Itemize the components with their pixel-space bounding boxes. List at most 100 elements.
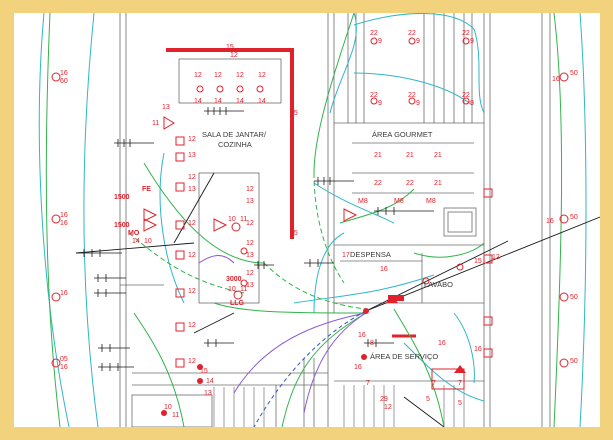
svg-text:16: 16 xyxy=(60,364,68,371)
svg-text:M8: M8 xyxy=(426,198,436,205)
svg-text:12: 12 xyxy=(258,72,266,79)
svg-text:13: 13 xyxy=(246,282,254,289)
svg-text:12: 12 xyxy=(236,72,244,79)
svg-text:10: 10 xyxy=(144,238,152,245)
svg-text:22: 22 xyxy=(370,92,378,99)
svg-text:16: 16 xyxy=(60,290,68,297)
room-area-servico: ÁREA DE SERVIÇO xyxy=(370,352,438,361)
svg-text:16: 16 xyxy=(60,70,68,77)
svg-text:12: 12 xyxy=(214,72,222,79)
stair-hatch xyxy=(213,385,465,427)
svg-text:50: 50 xyxy=(570,358,578,365)
svg-text:M8: M8 xyxy=(394,198,404,205)
svg-text:1500: 1500 xyxy=(114,222,130,229)
svg-text:M8: M8 xyxy=(358,198,368,205)
svg-text:12: 12 xyxy=(188,174,196,181)
svg-text:8: 8 xyxy=(370,340,374,347)
svg-text:9: 9 xyxy=(416,38,420,45)
svg-text:14: 14 xyxy=(206,378,214,385)
svg-text:12: 12 xyxy=(194,72,202,79)
cyan-wiring xyxy=(38,13,587,427)
svg-text:12: 12 xyxy=(188,288,196,295)
svg-text:50: 50 xyxy=(570,294,578,301)
svg-text:7: 7 xyxy=(458,380,462,387)
svg-text:22: 22 xyxy=(406,180,414,187)
svg-text:16: 16 xyxy=(358,332,366,339)
svg-text:MO: MO xyxy=(128,230,140,237)
circuit-numbers: 15 12 12 12 12 12 14 14 14 14 15 15 16 6… xyxy=(60,30,578,419)
svg-text:14: 14 xyxy=(194,98,202,105)
svg-text:16: 16 xyxy=(474,346,482,353)
svg-text:15: 15 xyxy=(290,110,298,117)
svg-text:11: 11 xyxy=(152,120,159,127)
svg-text:14: 14 xyxy=(258,98,266,105)
svg-text:10: 10 xyxy=(228,286,236,293)
room-area-gourmet: ÁREA GOURMET xyxy=(372,130,433,139)
svg-text:16: 16 xyxy=(354,364,362,371)
room-despensa: DESPENSA xyxy=(350,250,391,259)
drawing-sheet[interactable]: SALA DE JANTAR/ COZINHA ÁREA GOURMET DES… xyxy=(14,13,600,427)
main-conduit xyxy=(166,48,416,338)
svg-text:13: 13 xyxy=(246,252,254,259)
svg-text:16: 16 xyxy=(380,266,388,273)
svg-text:9: 9 xyxy=(378,100,382,107)
room-labels: SALA DE JANTAR/ COZINHA ÁREA GOURMET DES… xyxy=(202,130,453,361)
svg-text:15: 15 xyxy=(226,44,234,51)
svg-text:11: 11 xyxy=(172,412,179,419)
svg-text:FE: FE xyxy=(142,186,151,193)
walls xyxy=(119,13,551,427)
green-wiring xyxy=(45,13,563,427)
svg-text:50: 50 xyxy=(570,70,578,77)
conductor-ticks xyxy=(76,107,434,371)
svg-text:12: 12 xyxy=(188,220,196,227)
green-dashed-wiring xyxy=(128,172,367,310)
svg-text:22: 22 xyxy=(462,30,470,37)
svg-text:9: 9 xyxy=(378,38,382,45)
room-cozinha: COZINHA xyxy=(218,140,252,149)
svg-text:29: 29 xyxy=(380,396,388,403)
svg-text:16: 16 xyxy=(438,340,446,347)
svg-text:13: 13 xyxy=(204,390,212,397)
svg-text:5: 5 xyxy=(458,400,462,407)
svg-text:13: 13 xyxy=(246,198,254,205)
svg-text:22: 22 xyxy=(462,92,470,99)
svg-text:12: 12 xyxy=(246,240,254,247)
svg-text:13: 13 xyxy=(188,152,196,159)
svg-text:11: 11 xyxy=(240,286,247,293)
feeder-lines xyxy=(75,172,600,427)
svg-text:13: 13 xyxy=(188,186,196,193)
svg-text:21: 21 xyxy=(434,152,442,159)
svg-text:05: 05 xyxy=(60,356,68,363)
svg-text:10: 10 xyxy=(228,216,236,223)
svg-text:16: 16 xyxy=(546,218,554,225)
svg-text:22: 22 xyxy=(408,30,416,37)
svg-text:15: 15 xyxy=(290,230,298,237)
svg-text:1500: 1500 xyxy=(114,194,130,201)
svg-text:60: 60 xyxy=(60,78,68,85)
svg-text:22: 22 xyxy=(408,92,416,99)
svg-text:7: 7 xyxy=(366,380,370,387)
purple-wiring xyxy=(198,255,367,414)
svg-text:13: 13 xyxy=(162,104,170,111)
svg-text:14: 14 xyxy=(214,98,222,105)
svg-text:15: 15 xyxy=(200,368,208,375)
svg-text:12: 12 xyxy=(246,186,254,193)
outlet-symbols xyxy=(51,37,569,390)
electrical-floor-plan[interactable]: SALA DE JANTAR/ COZINHA ÁREA GOURMET DES… xyxy=(14,13,600,427)
room-lavabo: LAVABO xyxy=(424,280,453,289)
svg-text:12: 12 xyxy=(246,220,254,227)
svg-text:3000: 3000 xyxy=(226,276,242,283)
svg-text:LLG: LLG xyxy=(230,300,245,307)
svg-text:12: 12 xyxy=(188,322,196,329)
svg-text:7: 7 xyxy=(432,380,436,387)
svg-text:21: 21 xyxy=(374,152,382,159)
svg-text:10: 10 xyxy=(164,404,172,411)
svg-text:21: 21 xyxy=(434,180,442,187)
svg-text:9: 9 xyxy=(470,38,474,45)
svg-text:16: 16 xyxy=(60,212,68,219)
svg-text:14: 14 xyxy=(132,238,140,245)
svg-text:12: 12 xyxy=(384,404,392,411)
svg-text:16: 16 xyxy=(60,220,68,227)
svg-text:12: 12 xyxy=(492,254,500,261)
